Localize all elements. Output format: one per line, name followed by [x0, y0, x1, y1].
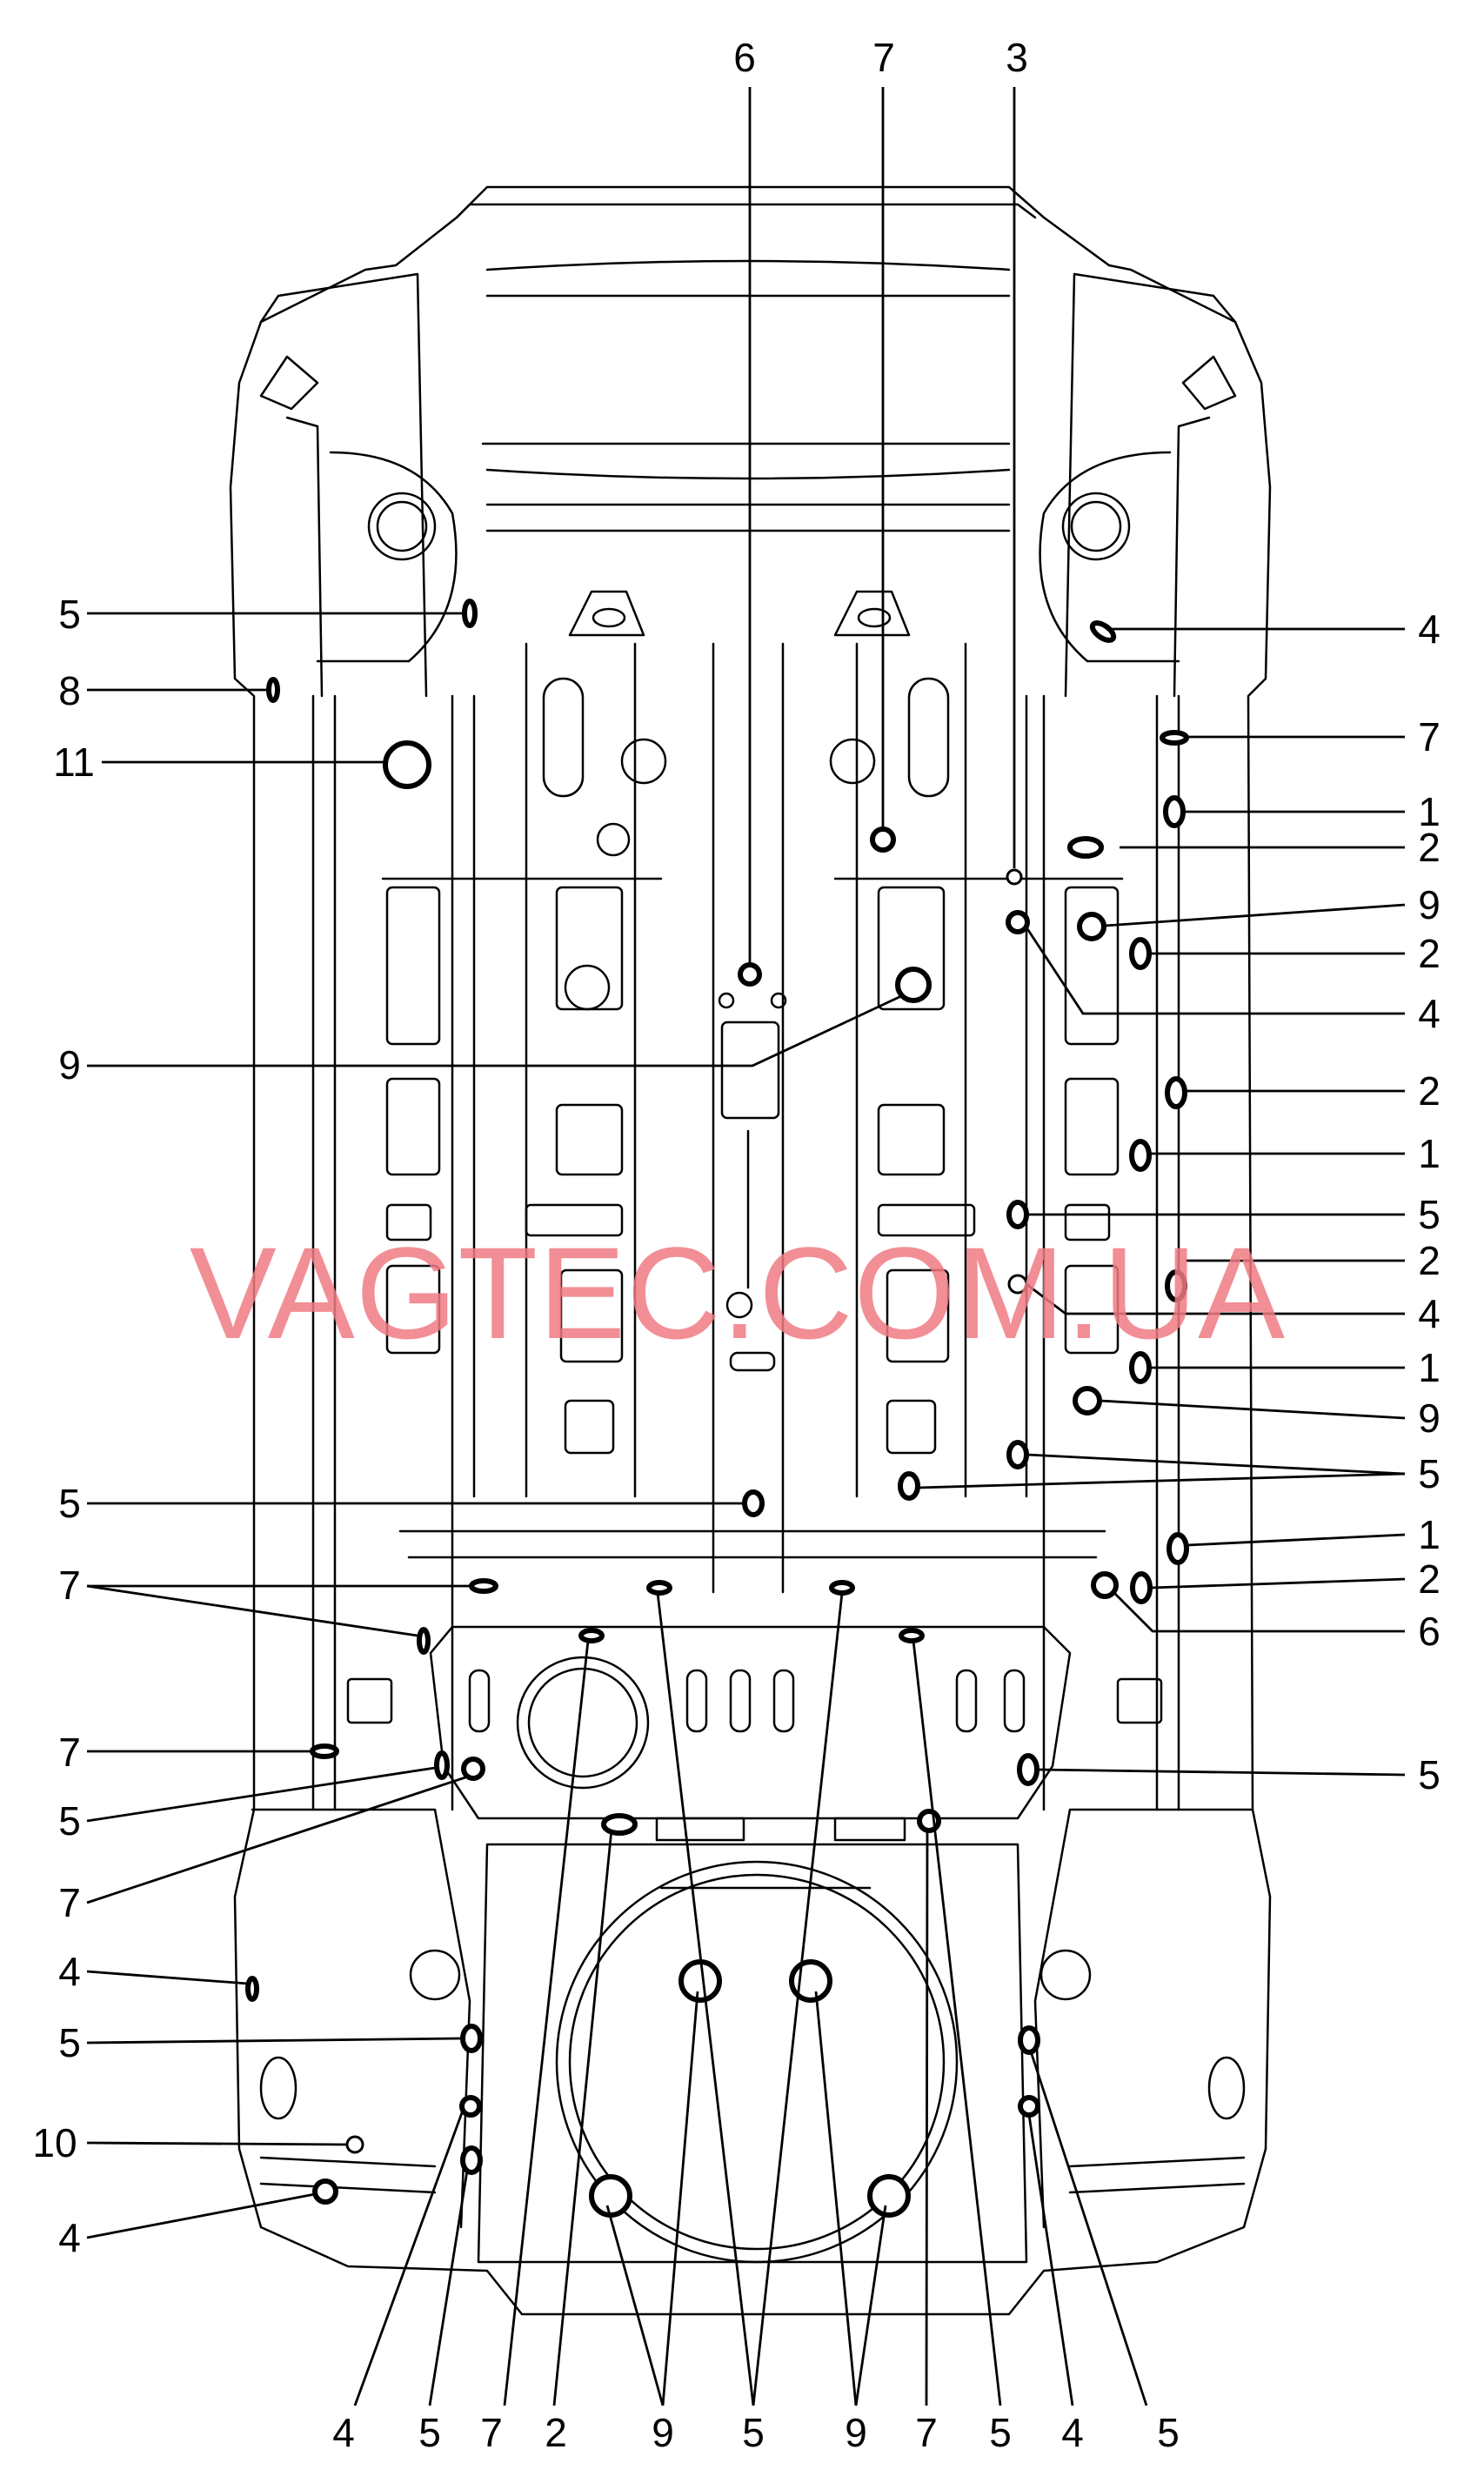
callout-bottom-4: 2 — [545, 2410, 567, 2455]
callout-right-9: 1 — [1418, 1131, 1441, 1176]
callout-right-13: 1 — [1418, 1345, 1441, 1390]
circle-plug-icon — [345, 2135, 364, 2154]
circle-plug-icon — [1018, 2095, 1040, 2118]
callout-left-3: 11 — [53, 740, 95, 785]
callout-right-19: 5 — [1418, 1752, 1441, 1797]
oval-plug-icon — [742, 1489, 765, 1517]
large-round-plug-icon — [589, 2174, 632, 2218]
callout-bottom-6: 5 — [742, 2410, 765, 2455]
oval-plug-icon — [434, 1750, 450, 1780]
callout-right-12: 4 — [1418, 1291, 1441, 1336]
circle-plug-icon — [1091, 1571, 1119, 1599]
callout-labels: 6 7 3 5 8 11 9 5 7 7 5 7 4 5 10 4 4 7 1 … — [32, 35, 1440, 2455]
oval-plug-icon — [1163, 795, 1186, 828]
callout-left-9: 7 — [58, 1880, 81, 1925]
oval-plug-icon — [1160, 730, 1189, 746]
callout-bottom-9: 5 — [989, 2410, 1012, 2455]
callout-right-4: 2 — [1418, 825, 1441, 870]
callout-bottom-8: 7 — [915, 2410, 938, 2455]
large-round-plug-icon — [383, 740, 431, 789]
callout-left-10: 4 — [58, 1949, 81, 1994]
callout-right-6: 2 — [1418, 931, 1441, 976]
oval-plug-icon — [245, 1976, 259, 2002]
oval-plug-icon — [469, 1578, 498, 1594]
circle-plug-icon — [1006, 910, 1030, 934]
callout-right-2: 7 — [1418, 714, 1441, 760]
oval-plug-icon — [1017, 1753, 1039, 1786]
callout-right-18: 6 — [1418, 1609, 1441, 1654]
callout-right-10: 5 — [1418, 1192, 1441, 1237]
circle-plug-icon — [1006, 868, 1023, 886]
oval-plug-icon — [578, 1628, 605, 1643]
callout-left-12: 10 — [32, 2120, 77, 2165]
callout-right-17: 2 — [1418, 1556, 1441, 1602]
callout-left-11: 5 — [58, 2020, 81, 2065]
oval-plug-icon — [460, 2145, 483, 2175]
circle-plug-icon — [459, 2095, 482, 2118]
oval-plug-icon — [1018, 2025, 1040, 2055]
circle-plug-icon — [312, 2178, 338, 2205]
leader-lines — [86, 87, 1406, 2406]
oval-plug-icon — [1166, 1532, 1189, 1565]
large-round-plug-icon — [678, 1959, 722, 2003]
callout-bottom-11: 5 — [1157, 2410, 1180, 2455]
oval-plug-icon — [899, 1628, 925, 1643]
oval-plug-icon — [266, 677, 280, 703]
oval-plug-icon — [601, 1813, 638, 1836]
callout-bottom-5: 9 — [652, 2410, 674, 2455]
circle-plug-icon — [738, 962, 762, 987]
callout-right-16: 1 — [1418, 1512, 1441, 1557]
callout-left-4: 9 — [58, 1042, 81, 1088]
callout-bottom-3: 7 — [480, 2410, 503, 2455]
oval-plug-icon — [460, 2024, 483, 2053]
oval-plug-icon — [1129, 1351, 1152, 1384]
callout-left-8: 5 — [58, 1798, 81, 1844]
plug-markers — [245, 599, 1189, 2218]
callout-right-5: 9 — [1418, 882, 1441, 927]
callout-bottom-1: 4 — [332, 2410, 355, 2455]
callout-right-8: 2 — [1418, 1068, 1441, 1114]
callout-right-3: 1 — [1418, 789, 1441, 834]
oval-plug-icon — [829, 1580, 855, 1596]
oval-plug-icon — [1089, 620, 1117, 643]
oval-plug-icon — [1130, 1571, 1153, 1604]
callout-left-5: 5 — [58, 1481, 81, 1526]
oval-plug-icon — [1067, 836, 1104, 859]
callout-right-7: 4 — [1418, 991, 1441, 1036]
callout-left-7: 7 — [58, 1730, 81, 1775]
oval-plug-icon — [1006, 1440, 1029, 1469]
callout-bottom-10: 4 — [1061, 2410, 1084, 2455]
callout-left-13: 4 — [58, 2215, 81, 2260]
large-round-plug-icon — [867, 2174, 911, 2218]
callout-bottom-7: 9 — [845, 2410, 867, 2455]
oval-plug-icon — [1129, 1139, 1152, 1172]
oval-plug-icon — [1129, 937, 1152, 970]
circle-plug-icon — [1073, 1386, 1102, 1416]
watermark-text: VAGTEC.COM.UA — [190, 1220, 1286, 1366]
callout-right-1: 4 — [1418, 606, 1441, 652]
callout-right-15: 5 — [1418, 1451, 1441, 1496]
oval-plug-icon — [898, 1471, 920, 1501]
callout-left-6: 7 — [58, 1563, 81, 1608]
callout-left-1: 5 — [58, 592, 81, 637]
callout-right-11: 2 — [1418, 1238, 1441, 1283]
callout-left-2: 8 — [58, 668, 81, 713]
callout-top-2: 7 — [872, 35, 895, 80]
oval-plug-icon — [462, 599, 478, 628]
oval-plug-icon — [646, 1580, 672, 1596]
oval-plug-icon — [417, 1627, 431, 1655]
oval-plug-icon — [310, 1743, 339, 1759]
callout-top-1: 6 — [733, 35, 756, 80]
callout-right-14: 9 — [1418, 1395, 1441, 1441]
vehicle-underbody-outline — [229, 185, 1272, 2316]
large-round-plug-icon — [895, 967, 932, 1003]
callout-bottom-2: 5 — [418, 2410, 441, 2455]
oval-plug-icon — [1165, 1269, 1187, 1302]
circle-plug-icon — [870, 827, 896, 853]
circle-plug-icon — [461, 1757, 485, 1781]
circle-plug-icon — [1077, 912, 1106, 941]
callout-top-3: 3 — [1006, 35, 1028, 80]
oval-plug-icon — [1165, 1076, 1187, 1109]
